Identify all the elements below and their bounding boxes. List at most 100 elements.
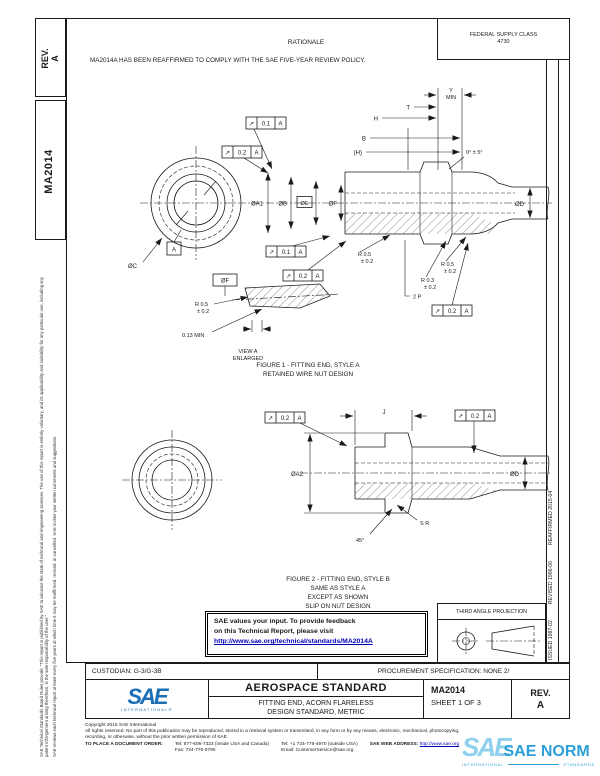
footer-rights-line1: All rights reserved. No part of this pub… xyxy=(85,728,460,734)
fcf-value: 0.2 xyxy=(238,151,247,157)
dia-d-label: ØD xyxy=(515,202,525,208)
figure1-view-a-detail: ØF R 0.5 ± 0.2 0.13 MIN VIEW A ENLARGED xyxy=(182,273,341,362)
runout-icon: ↗ xyxy=(458,414,463,420)
angle-45-label: 45° xyxy=(356,538,364,544)
view-a-label: VIEW A xyxy=(239,349,258,355)
fcf-runout-fig2-left: ↗ 0.2 A xyxy=(264,411,348,447)
third-angle-projection-icon xyxy=(452,625,540,657)
min-013-label: 0.13 MIN xyxy=(182,333,204,339)
dia-f-view-label: ØF xyxy=(221,279,230,285)
footer-rights-line2: recording, or otherwise, without the pri… xyxy=(85,734,229,740)
doc-number-box: MA2014 xyxy=(35,100,66,240)
fcf-runout-fig2-right: ↗ 0.2 A xyxy=(454,409,496,453)
radius-callout-2b: ± 0.2 xyxy=(444,269,456,275)
spherical-radius-label: S R xyxy=(420,521,429,527)
view-radius-a: R 0.5 xyxy=(195,302,208,308)
figure2-front-view xyxy=(122,430,222,530)
dim-h-ref-label: (H) xyxy=(354,151,362,157)
radius-callout-2a: R 0.5 xyxy=(441,262,454,268)
dia-b-label: ØB xyxy=(278,202,287,208)
dia-f-label: ØF xyxy=(329,202,338,208)
dim-j-label: J xyxy=(383,410,386,416)
view-radius-b: ± 0.2 xyxy=(197,309,209,315)
fcf-value: 0.2 xyxy=(471,414,480,420)
fcf-value: 0.2 xyxy=(299,274,308,280)
radius-callout-3b: ± 0.2 xyxy=(424,285,436,291)
fcf-datum: A xyxy=(487,414,491,420)
title-rev-value: A xyxy=(536,699,545,711)
sae-logo-subtext: INTERNATIONAL® xyxy=(121,706,173,712)
fcf-value: 0.1 xyxy=(262,122,271,128)
figure2-caption-line2: SAME AS STYLE A xyxy=(311,585,367,592)
radius-callout-1a: R 0.5 xyxy=(358,252,371,258)
figure2-section-view: J ØA2 ØD 45° S R xyxy=(291,410,552,544)
two-p-label: 2 P xyxy=(413,295,422,301)
figure2-caption-line1: FIGURE 2 - FITTING END, STYLE B xyxy=(286,576,390,583)
datum-a-flag: A xyxy=(172,248,176,254)
footer-web-url-link[interactable]: http://www.sae.org xyxy=(419,742,460,748)
footer-fax: Fax: 724-776-0790 xyxy=(174,748,216,754)
watermark-sae-logo: SAE xyxy=(462,732,511,762)
watermark-sub-left: INTERNATIONAL xyxy=(462,762,505,767)
right-strip-line-inner xyxy=(546,60,547,663)
figure2-caption-line3: EXCEPT AS SHOWN xyxy=(308,594,369,601)
runout-icon: ↗ xyxy=(268,416,273,422)
dim-t-label: T xyxy=(406,106,410,112)
dim-y-label: Y xyxy=(449,88,453,94)
section-hatching xyxy=(355,483,498,499)
runout-icon: ↗ xyxy=(249,122,254,128)
fcf-datum: A xyxy=(298,250,302,256)
footer-email: Email: CustomerService@sae.org xyxy=(281,748,354,754)
view-a-sub: ENLARGED xyxy=(233,356,263,362)
feedback-line2: on this Technical Report, please visit xyxy=(214,628,334,636)
supply-class-box: FEDERAL SUPPLY CLASS 4730 xyxy=(437,18,570,60)
feedback-line1: SAE values your input. To provide feedba… xyxy=(214,618,356,625)
sae-logo-cell: SAE INTERNATIONAL® xyxy=(85,679,209,719)
fcf-runout-low1: ↗ 0.1 A xyxy=(265,235,331,258)
custodian-cell: CUSTODIAN: G-3/G-3B xyxy=(85,663,318,680)
standard-type: AEROSPACE STANDARD xyxy=(209,680,423,697)
rationale-title: RATIONALE xyxy=(287,39,325,46)
figure2-caption-line4: SLIP ON NUT DESIGN xyxy=(305,603,371,610)
fcf-value: 0.2 xyxy=(448,309,457,315)
dia-a1-label: ØA1 xyxy=(251,202,264,208)
feedback-url-link[interactable]: http://www.sae.org/technical/standards/M… xyxy=(214,638,373,646)
sae-logo: SAE xyxy=(127,683,168,709)
runout-icon: ↗ xyxy=(435,309,440,315)
watermark-sub-right: STANDARDS xyxy=(563,762,595,767)
footer-tel-inside: Tel: 877-606-7323 (inside USA and Canada… xyxy=(174,742,270,748)
fcf-runout-right: ↗ 0.2 A xyxy=(431,242,473,317)
doc-number-cell: MA2014 SHEET 1 OF 3 xyxy=(423,679,512,719)
fcf-value: 0.2 xyxy=(281,416,290,422)
fcf-datum: A xyxy=(464,309,468,315)
figure1-section-view: Y MIN T H B (H) 0° ± 5° ØA1 ØB ØE ØF ØD xyxy=(251,88,552,301)
footer: Copyright 2015 SAE International All rig… xyxy=(85,723,585,754)
footer-order-label: TO PLACE A DOCUMENT ORDER: xyxy=(85,742,163,748)
projection-box: THIRD ANGLE PROJECTION xyxy=(437,603,546,663)
fcf-runout-low2: ↗ 0.2 A xyxy=(282,240,347,282)
rationale-text: MA2014A HAS BEEN REAFFIRMED TO COMPLY WI… xyxy=(90,57,366,64)
dia-a2-label: ØA2 xyxy=(291,472,304,478)
watermark-name: SAE NORM xyxy=(503,743,590,760)
fcf-runout-top2: ↗ 0.2 A xyxy=(221,145,269,174)
dia-c-label: ØC xyxy=(128,264,138,270)
fcf-datum: A xyxy=(315,274,319,280)
right-strip-line-outer xyxy=(558,60,559,663)
dia-d-label: ØD xyxy=(510,472,520,478)
radius-callout-1b: ± 0.2 xyxy=(361,259,373,265)
figure1-front-view: ØC A xyxy=(128,146,252,270)
sheet-number: SHEET 1 OF 3 xyxy=(431,698,481,707)
section-hatching xyxy=(345,213,496,234)
supply-class-value: 4730 xyxy=(497,39,510,45)
feedback-box: SAE values your input. To provide feedba… xyxy=(205,611,428,657)
watermark-divider xyxy=(508,764,560,765)
procurement-text: PROCUREMENT SPECIFICATION: NONE 2/ xyxy=(377,668,510,675)
dia-e-label: ØE xyxy=(301,201,309,207)
fcf-value: 0.1 xyxy=(282,250,291,256)
footer-tel-outside: Tel: +1 724-776-4970 (outside USA) xyxy=(281,742,358,748)
rev-box: REV. A xyxy=(35,18,66,97)
title-doc-number: MA2014 xyxy=(431,685,466,695)
figure1-caption-line1: FIGURE 1 - FITTING END, STYLE A xyxy=(256,362,360,369)
